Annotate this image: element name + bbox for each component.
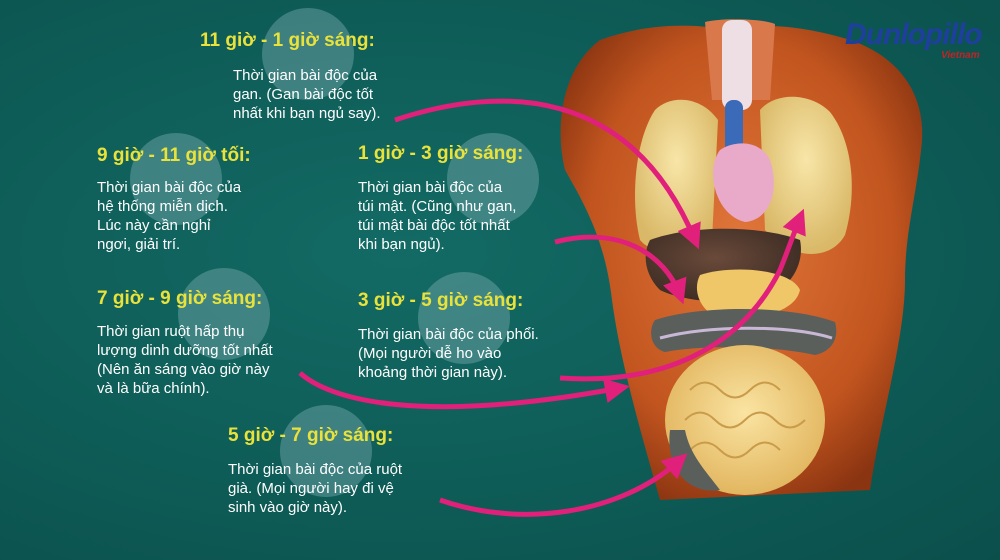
bubble-3am	[418, 272, 510, 364]
line: sinh vào giờ này).	[228, 499, 348, 516]
heart-shape	[713, 143, 774, 222]
heading-11pm-1am: 11 giờ - 1 giờ sáng:	[200, 30, 375, 51]
brand-region: Vietnam	[941, 50, 980, 61]
line: già. (Mọi người hay đi vệ	[228, 480, 394, 497]
line: Thời gian bài độc của	[358, 179, 503, 196]
line: Thời gian bài độc của	[233, 67, 378, 84]
line: hệ thống miễn dịch.	[97, 198, 228, 215]
line: Thời gian bài độc của ruột	[228, 461, 403, 478]
text-11pm-1am: Thời gian bài độc của gan. (Gan bài độc …	[233, 66, 381, 123]
line: Thời gian ruột hấp thụ	[97, 323, 245, 340]
bubble-11pm	[262, 8, 354, 100]
line: khoảng thời gian này).	[358, 364, 508, 381]
line: gan. (Gan bài độc tốt	[233, 86, 374, 103]
line: nhất khi bạn ngủ say).	[233, 105, 381, 122]
line: và là bữa chính).	[97, 380, 210, 397]
text-7am-9am: Thời gian ruột hấp thụ lượng dinh dưỡng …	[97, 322, 273, 398]
bubble-5am	[280, 405, 372, 497]
line: (Mọi người dễ ho vào	[358, 345, 502, 362]
bubble-9pm	[130, 133, 222, 225]
trachea-shape	[722, 20, 752, 110]
heading-5am-7am: 5 giờ - 7 giờ sáng:	[228, 425, 394, 446]
heading-1am-3am: 1 giờ - 3 giờ sáng:	[358, 143, 524, 164]
line: ngơi, giải trí.	[97, 236, 181, 253]
line: Thời gian bài độc của phổi.	[358, 326, 539, 343]
line: khi bạn ngủ).	[358, 236, 445, 253]
heading-7am-9am: 7 giờ - 9 giờ sáng:	[97, 288, 263, 309]
text-3am-5am: Thời gian bài độc của phổi. (Mọi người d…	[358, 325, 539, 382]
bubble-7am	[178, 268, 270, 360]
line: túi mật bài độc tốt nhất	[358, 217, 510, 234]
brand-name: Dunlopillo	[845, 18, 983, 51]
heading-9pm-11pm: 9 giờ - 11 giờ tối:	[97, 145, 251, 166]
line: Lúc này cần nghỉ	[97, 217, 211, 234]
line: lượng dinh dưỡng tốt nhất	[97, 342, 273, 359]
heading-3am-5am: 3 giờ - 5 giờ sáng:	[358, 290, 524, 311]
line: Thời gian bài độc của	[97, 179, 242, 196]
text-5am-7am: Thời gian bài độc của ruột già. (Mọi ngư…	[228, 460, 402, 517]
line: (Nên ăn sáng vào giờ này	[97, 361, 270, 378]
text-1am-3am: Thời gian bài độc của túi mật. (Cũng như…	[358, 178, 516, 254]
line: túi mật. (Cũng như gan,	[358, 198, 517, 215]
brand-logo: Dunlopillo Vietnam	[845, 18, 983, 61]
text-9pm-11pm: Thời gian bài độc của hệ thống miễn dịch…	[97, 178, 241, 254]
